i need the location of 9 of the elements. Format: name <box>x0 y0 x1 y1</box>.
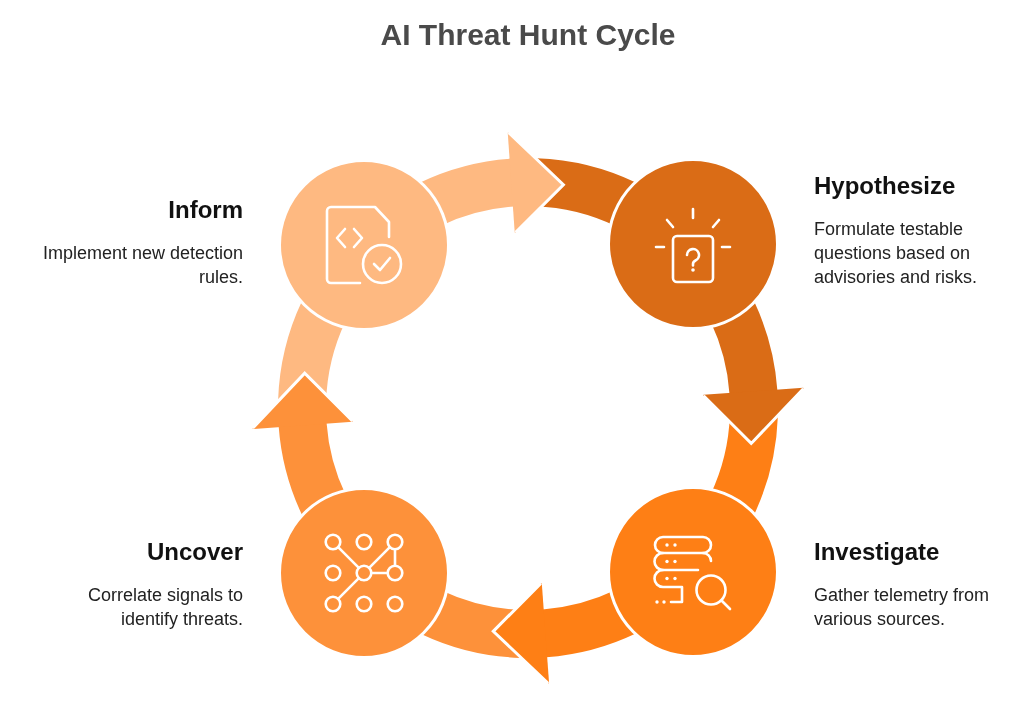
step-description: Gather telemetry from various sources. <box>814 584 991 631</box>
step-title: Hypothesize <box>814 171 956 201</box>
step-description: Implement new detection rules. <box>41 242 243 289</box>
step-title: Uncover <box>146 537 243 567</box>
step-title: Inform <box>168 195 243 225</box>
step-title: Investigate <box>814 537 940 567</box>
step-description: Formulate testable questions based on advisories and risks. <box>814 218 979 289</box>
step-description: Correlate signals to identify threats. <box>86 584 243 631</box>
diagram-title: AI Threat Hunt Cycle <box>380 17 676 53</box>
